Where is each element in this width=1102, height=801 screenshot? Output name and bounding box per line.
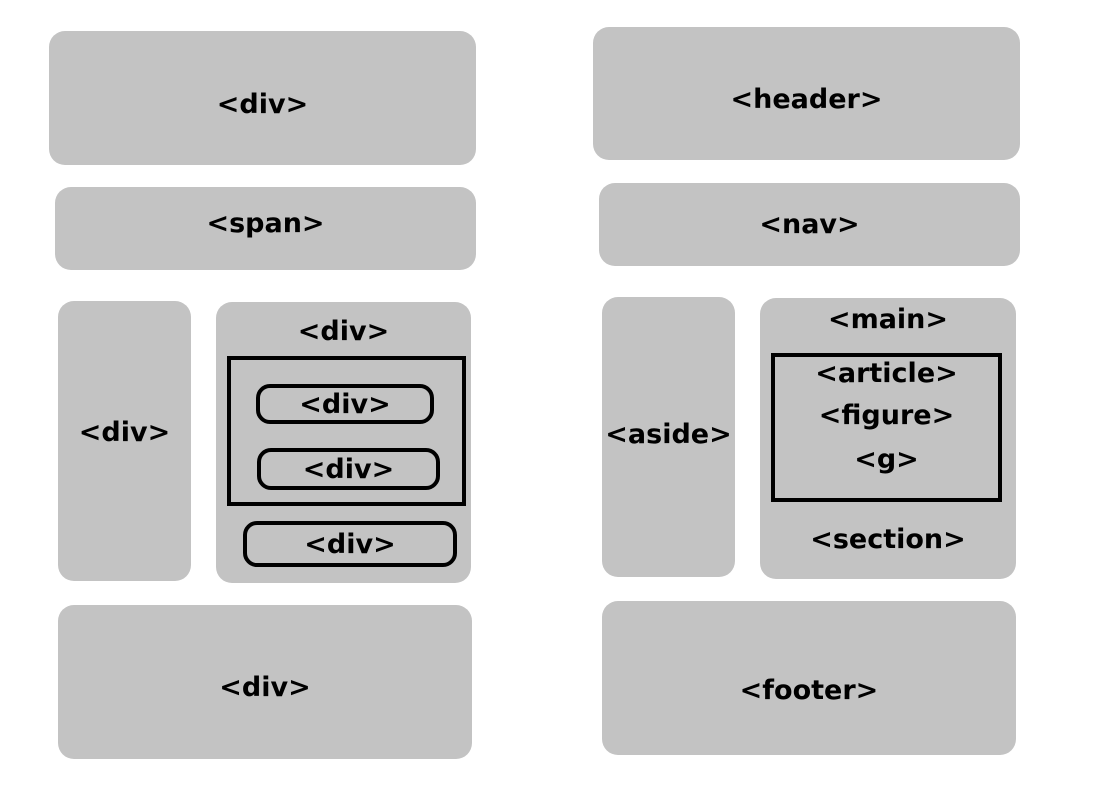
aside-box: <aside> — [602, 297, 735, 577]
left-side-div: <div> — [58, 301, 191, 581]
left-span-label: <span> — [206, 208, 325, 239]
figure-label: <figure> — [818, 400, 955, 431]
g-label: <g> — [854, 444, 919, 475]
main-box: <main> <section> — [760, 298, 1016, 579]
left-inner-div-1: <div> — [256, 384, 434, 424]
left-top-div-label: <div> — [216, 89, 309, 120]
header-box: <header> — [593, 27, 1020, 160]
left-container-div: <div> — [216, 302, 471, 583]
left-inner-div-3: <div> — [243, 521, 457, 567]
left-inner-div-2: <div> — [257, 448, 440, 490]
nav-label: <nav> — [759, 209, 860, 240]
left-inner-wrapper — [227, 356, 466, 506]
article-figure-g-wrapper — [771, 353, 1002, 502]
footer-label: <footer> — [739, 675, 879, 706]
left-bottom-div: <div> — [58, 605, 472, 759]
footer-box: <footer> — [602, 601, 1016, 755]
header-label: <header> — [730, 84, 883, 115]
left-side-div-label: <div> — [78, 417, 171, 448]
section-label: <section> — [810, 524, 966, 555]
article-label: <article> — [815, 358, 958, 389]
aside-label: <aside> — [605, 419, 732, 450]
nav-box: <nav> — [599, 183, 1020, 266]
left-top-div: <div> — [49, 31, 476, 165]
left-bottom-div-label: <div> — [219, 672, 311, 703]
left-container-div-label: <div> — [297, 316, 390, 347]
main-label: <main> — [827, 304, 949, 335]
left-span: <span> — [55, 187, 476, 270]
